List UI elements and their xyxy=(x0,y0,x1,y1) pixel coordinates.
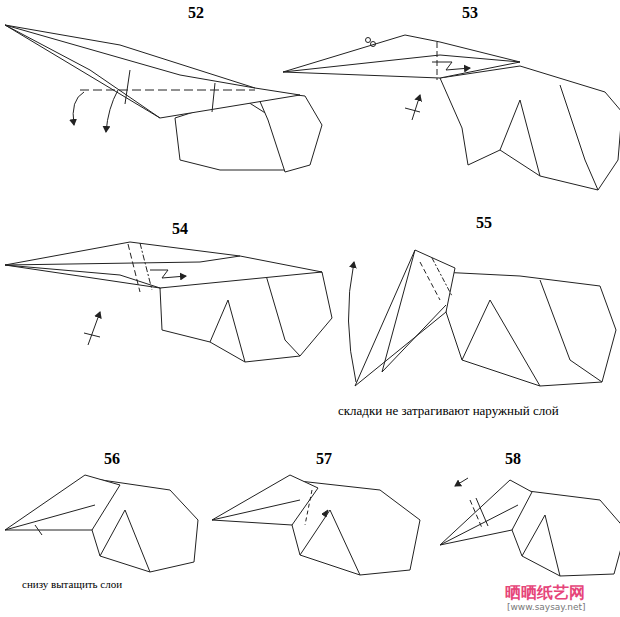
note-text: складки не затрагивают наружный слой xyxy=(338,404,559,418)
step-number: 55 xyxy=(476,214,492,232)
watermark: 晒晒纸艺网 xyxy=(505,584,585,602)
step-number: 54 xyxy=(172,220,188,238)
step-number: 57 xyxy=(316,450,332,468)
step-number: 53 xyxy=(462,4,478,22)
step-number: 52 xyxy=(188,4,204,22)
step-number: 58 xyxy=(505,450,521,468)
watermark-url: [www.saysay.net] xyxy=(507,603,586,613)
note-text: снизу вытащить слои xyxy=(22,578,122,590)
step-number: 56 xyxy=(104,450,120,468)
